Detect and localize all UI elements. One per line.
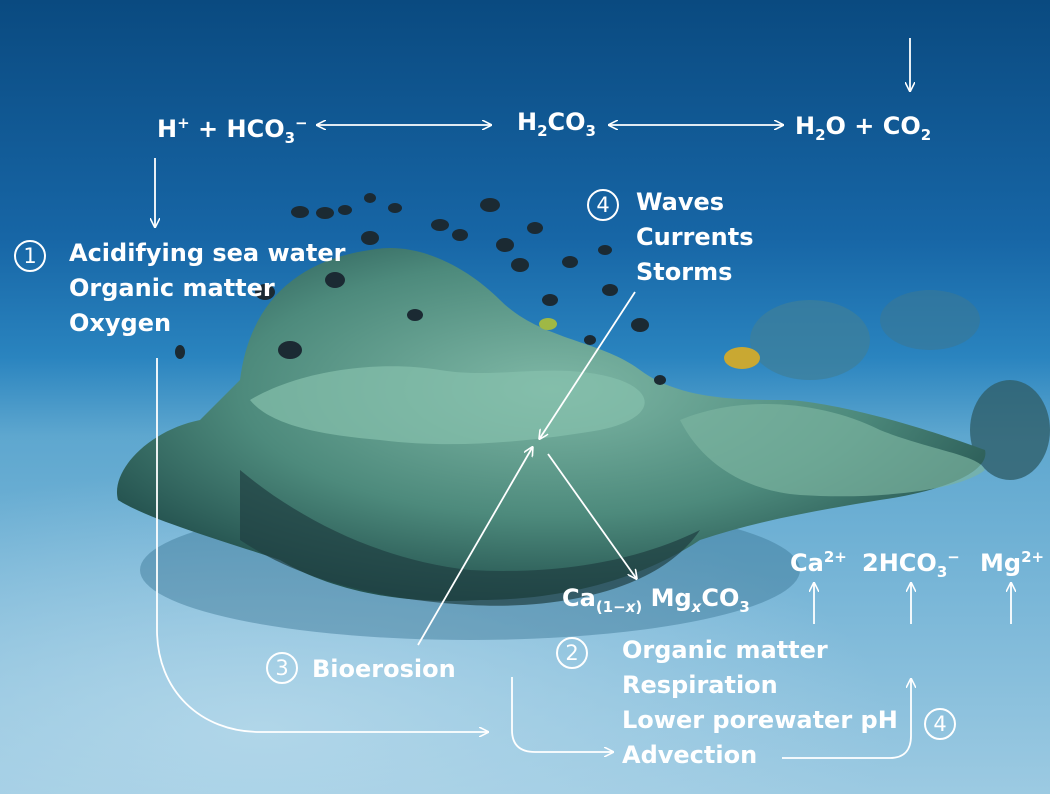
yellow-fish — [539, 318, 557, 330]
mg-ion-label: Mg2+ — [980, 548, 1045, 577]
process-4-item: Waves — [636, 188, 725, 216]
distant-coral — [880, 290, 980, 350]
h-charge: + — [177, 114, 190, 132]
h2o-co2-label: H2O + CO2 — [795, 114, 931, 143]
hco3-charge: − — [295, 114, 308, 132]
process-2-marker: 2 — [556, 637, 588, 669]
process-3-marker: 3 — [266, 652, 298, 684]
fish-school — [175, 193, 666, 385]
process-4-list: Waves Currents Storms — [636, 185, 754, 290]
process-2-item: Lower porewater pH — [622, 706, 898, 734]
process-2-list: Organic matter Respiration Lower porewat… — [622, 633, 898, 773]
process-1-item: Organic matter — [69, 274, 275, 302]
bioerosion-label: Bioerosion — [312, 655, 456, 683]
process-1-item: Acidifying sea water — [69, 239, 346, 267]
carbonate-formula: Ca(1−x) MgxCO3 — [562, 586, 750, 615]
carbonate-x: x — [625, 598, 636, 616]
ca-ion-charge: 2+ — [823, 548, 847, 566]
ca-ion: Ca — [790, 549, 824, 577]
carbonate-mg: Mg — [642, 584, 692, 612]
carbonate-ca: Ca — [562, 584, 596, 612]
distant-coral — [750, 300, 870, 380]
carbonate-ca-sub: (1− — [595, 598, 626, 616]
process-2-item: Advection — [622, 741, 758, 769]
plus-hco-label: + HCO — [189, 115, 285, 143]
process-4-marker-top: 4 — [587, 189, 619, 221]
h2o-h: H — [795, 112, 816, 140]
h2o-sub: 2 — [815, 126, 826, 144]
process-1-list: Acidifying sea water Organic matter Oxyg… — [69, 236, 345, 341]
h2co3-sub1: 2 — [537, 122, 548, 140]
carbonate-co-sub: 3 — [739, 598, 750, 616]
coral-table-right — [680, 403, 985, 497]
hco3-ion-sub: 3 — [936, 563, 948, 581]
co2-sub: 2 — [920, 126, 932, 144]
hco3-ion-label: 2HCO3− — [862, 550, 960, 580]
h2co3-h: H — [517, 108, 538, 136]
ca-ion-label: Ca2+ — [790, 548, 847, 577]
mg-ion-charge: 2+ — [1021, 548, 1045, 566]
h-label: H — [157, 115, 178, 143]
process-1-marker: 1 — [14, 240, 46, 272]
process-4-item: Storms — [636, 258, 733, 286]
hco3-subscript: 3 — [284, 129, 296, 147]
process-4-item: Currents — [636, 223, 754, 251]
h2co3-label: H2CO3 — [517, 110, 596, 139]
process-4-marker-bottom: 4 — [924, 708, 956, 740]
carbonate-mg-sub: x — [691, 598, 702, 616]
h2co3-co: CO — [547, 108, 586, 136]
h-plus-hco3-label: H+ + HCO3− — [157, 116, 308, 146]
process-2-item: Organic matter — [622, 636, 828, 664]
yellow-fish — [724, 347, 760, 369]
distant-coral — [970, 380, 1050, 480]
carbonate-close: ) — [635, 598, 643, 616]
hco3-ion: 2HCO — [862, 549, 937, 577]
process-2-item: Respiration — [622, 671, 778, 699]
h2co3-sub2: 3 — [585, 122, 596, 140]
process-1-item: Oxygen — [69, 309, 172, 337]
h2o-co2-text: O + CO — [825, 112, 921, 140]
hco3-ion-charge: − — [947, 548, 960, 566]
mg-ion: Mg — [980, 549, 1022, 577]
carbonate-co: CO — [701, 584, 740, 612]
